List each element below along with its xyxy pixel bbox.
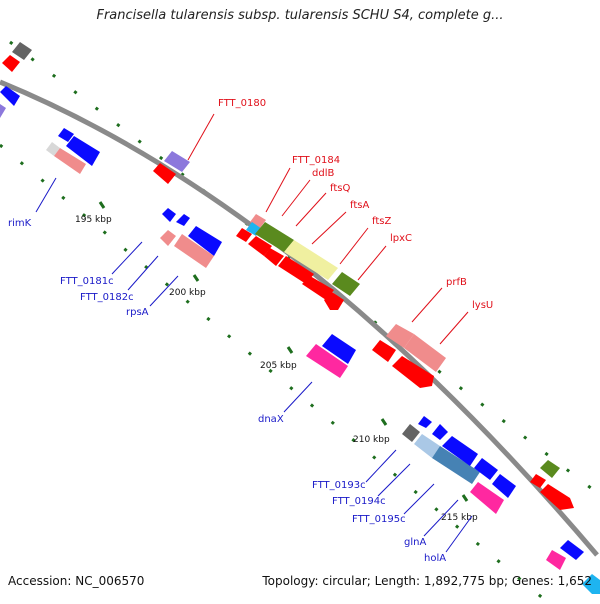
- label-prfb: prfB: [446, 277, 467, 288]
- gene-pink-0181c: [160, 230, 176, 246]
- gene-ftt0184: [250, 214, 266, 228]
- gene-gray-0193c: [402, 424, 420, 442]
- inner-dotted-ring: [0, 143, 546, 602]
- gene-pink-rimk: [54, 148, 86, 174]
- gene-pink-rpsa: [174, 234, 214, 268]
- tick-205: [286, 346, 294, 354]
- gene-blue-0193c-small: [418, 416, 432, 428]
- gene-cyan-corner: [582, 574, 600, 594]
- label-ftt0184: FTT_0184: [292, 155, 340, 166]
- label-ftt0194c: FTT_0194c: [332, 496, 386, 507]
- gene-red-b: [248, 236, 272, 256]
- label-dnax: dnaX: [258, 414, 284, 425]
- gene-olive-right: [540, 460, 560, 478]
- gene-red-topleft: [2, 55, 20, 72]
- gene-ftsz-olive: [332, 272, 360, 296]
- tick-210: [380, 418, 388, 426]
- gene-red-d: [278, 256, 314, 284]
- gene-blue-0194c: [432, 424, 448, 440]
- gene-red-lysu: [392, 356, 434, 388]
- tick-marks: [98, 201, 469, 502]
- gene-ftt0180: [164, 151, 190, 172]
- label-ftt0195c: FTT_0195c: [352, 514, 406, 525]
- label-ftt0181c: FTT_0181c: [60, 276, 114, 287]
- tick-label-195: 195 kbp: [75, 215, 112, 225]
- label-ftsa: ftsA: [350, 200, 369, 211]
- genome-stats-text: Topology: circular; Length: 1,892,775 bp…: [262, 574, 592, 588]
- label-lpxc: lpxC: [390, 233, 412, 244]
- gene-red-f: [324, 292, 344, 310]
- tick-195: [98, 201, 106, 209]
- gene-red-prfb: [372, 340, 396, 362]
- gene-blue-0182c: [176, 214, 190, 226]
- gene-blue-dnax: [322, 334, 356, 364]
- tick-label-210: 210 kbp: [353, 435, 390, 445]
- gene-magenta-hola: [470, 482, 504, 514]
- tick-label-205: 205 kbp: [260, 361, 297, 371]
- gene-red-a: [236, 228, 252, 242]
- gene-blue-left-top: [0, 86, 20, 106]
- gene-blue-rimk: [66, 136, 100, 166]
- gene-lightsteel-0194c: [414, 434, 440, 458]
- genome-backbone: [0, 79, 599, 557]
- reverse-labels: rimK FTT_0181c FTT_0182c rpsA dnaX FTT_0…: [8, 218, 446, 564]
- gene-red-c: [264, 248, 284, 266]
- gene-blue-rpsa: [188, 226, 222, 256]
- gene-red-right2: [540, 484, 574, 510]
- tick-label-200: 200 kbp: [169, 288, 206, 298]
- gene-blue-bottom: [560, 540, 584, 560]
- reverse-strand-genes: [0, 86, 600, 594]
- gene-red-e: [302, 276, 334, 300]
- gene-red-right1: [530, 474, 546, 488]
- gene-steel-0195c: [432, 446, 480, 484]
- gene-gray-topleft: [12, 42, 32, 60]
- gene-magenta-dnax: [306, 344, 348, 378]
- label-ftsq: ftsQ: [330, 183, 350, 194]
- label-ftt0182c: FTT_0182c: [80, 292, 134, 303]
- gene-blue-rimk-small: [58, 128, 74, 142]
- gene-red-0180: [153, 163, 176, 184]
- gene-prfb: [386, 324, 414, 348]
- label-rimk: rimK: [8, 218, 32, 229]
- forward-strand-genes: [2, 42, 574, 510]
- tick-label-215: 215 kbp: [441, 513, 478, 523]
- gene-gray-rimk: [46, 142, 60, 156]
- gene-ftsa-yellow: [284, 240, 338, 280]
- tick-215: [461, 494, 469, 502]
- label-hola: holA: [424, 553, 446, 564]
- gene-lysu: [404, 334, 446, 372]
- forward-labels: FTT_0180 FTT_0184 ddlB ftsQ ftsA ftsZ lp…: [218, 98, 493, 311]
- label-glna: glnA: [404, 537, 426, 548]
- label-lysu: lysU: [472, 300, 493, 311]
- gene-blue-0181c: [162, 208, 176, 222]
- label-ftt0193c: FTT_0193c: [312, 480, 366, 491]
- accession-text: Accession: NC_006570: [8, 574, 145, 588]
- tick-200: [192, 274, 200, 282]
- label-ftsz: ftsZ: [372, 216, 391, 227]
- forward-leaders: [187, 113, 469, 345]
- gene-blue-glna: [442, 436, 478, 466]
- gene-blue-hola: [492, 474, 516, 498]
- map-title: Francisella tularensis subsp. tularensis…: [96, 8, 504, 23]
- gene-magenta-bottom: [546, 550, 566, 570]
- gene-blue-glna-2: [474, 458, 498, 480]
- gene-purple-left: [0, 104, 6, 118]
- label-ftt0180: FTT_0180: [218, 98, 266, 109]
- reverse-leaders: [35, 177, 473, 553]
- label-rpsa: rpsA: [126, 307, 149, 318]
- gene-ftsq-olive: [255, 222, 294, 252]
- label-ddlb: ddlB: [312, 168, 334, 179]
